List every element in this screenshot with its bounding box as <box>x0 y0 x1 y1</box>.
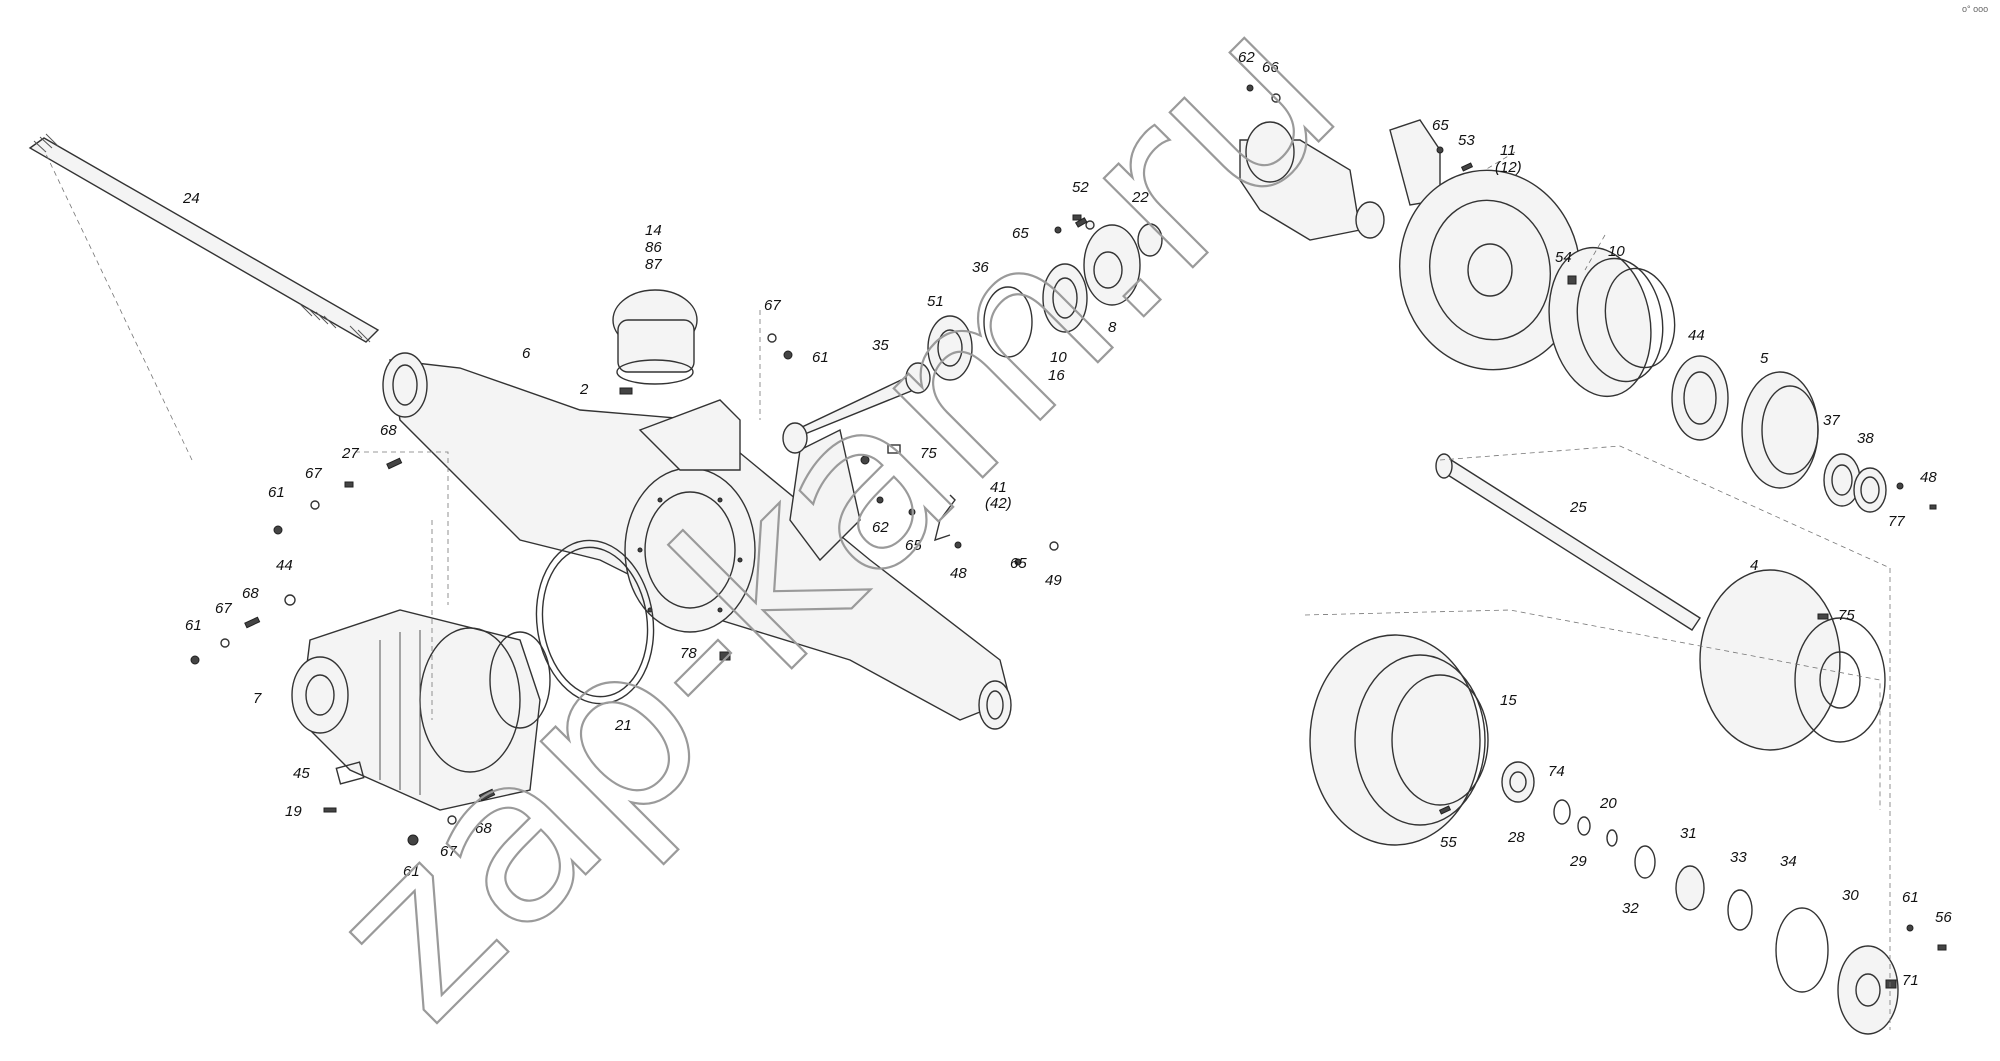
part-label: 5 <box>1760 350 1769 367</box>
small-hardware <box>190 84 1947 989</box>
part-label: 68 <box>380 422 397 439</box>
part-label: 67 <box>305 465 322 482</box>
part-label: 2 <box>579 381 589 398</box>
part-label: 7 <box>253 690 262 707</box>
steering-knuckle <box>1239 119 1441 241</box>
part-label: 56 <box>1935 909 1952 926</box>
part-label: 8 <box>1108 319 1117 336</box>
leader-lines <box>43 149 1891 1030</box>
part-label: 21 <box>614 717 632 734</box>
part-label: 48 <box>1920 469 1937 486</box>
part-label: 68 <box>475 820 492 837</box>
part-label: 41 <box>990 479 1007 496</box>
part-label: 61 <box>268 484 285 501</box>
part-label: 62 <box>1238 49 1255 66</box>
wheel-hub <box>1548 246 1676 398</box>
part-label: 49 <box>1045 572 1062 589</box>
part-label: 19 <box>285 803 302 820</box>
drive-shaft <box>782 362 931 454</box>
part-label: 65 <box>1432 117 1449 134</box>
part-label: 65 <box>1012 225 1029 242</box>
brake-drum <box>1309 634 1489 846</box>
part-label: 61 <box>812 349 829 366</box>
part-labels: 24 14 86 87 6 2 68 27 67 61 44 68 67 61 … <box>182 49 1952 989</box>
part-label: 62 <box>872 519 889 536</box>
part-label: 10 <box>1050 349 1067 366</box>
part-label: 24 <box>182 190 200 207</box>
part-label: 44 <box>1688 327 1705 344</box>
part-label: 28 <box>1507 829 1525 846</box>
part-label: 66 <box>1262 59 1279 76</box>
part-label: 44 <box>276 557 293 574</box>
part-label: 65 <box>1010 555 1027 572</box>
axle-housing <box>382 352 1012 730</box>
part-label: 11 <box>1500 142 1516 159</box>
part-label: 25 <box>1569 499 1587 516</box>
sun-gear-and-rings <box>1501 761 1899 1035</box>
part-label: 61 <box>403 863 420 880</box>
part-label: 55 <box>1440 834 1457 851</box>
corner-mark: o° ooo <box>1962 4 1988 14</box>
part-label: 16 <box>1048 367 1065 384</box>
part-label: 75 <box>1838 607 1855 624</box>
part-label: 22 <box>1131 189 1149 206</box>
part-label: 29 <box>1569 853 1587 870</box>
differential-assembly <box>291 609 551 811</box>
part-label: 15 <box>1500 692 1517 709</box>
brake-chamber <box>612 289 698 385</box>
part-label: (12) <box>1495 159 1522 176</box>
part-label: 52 <box>1072 179 1089 196</box>
part-label: 20 <box>1599 795 1617 812</box>
part-label: 31 <box>1680 825 1697 842</box>
part-label: 53 <box>1458 132 1475 149</box>
part-label: 4 <box>1750 557 1758 574</box>
part-label: 75 <box>920 445 937 462</box>
part-label: 27 <box>341 445 359 462</box>
part-label: 65 <box>905 537 922 554</box>
part-label: 71 <box>1902 972 1919 989</box>
part-label: 45 <box>293 765 310 782</box>
axle-shaft-left <box>28 133 380 343</box>
part-label: 68 <box>242 585 259 602</box>
part-label: 6 <box>522 345 531 362</box>
part-label: (42) <box>985 495 1012 512</box>
part-label: 48 <box>950 565 967 582</box>
part-label: 37 <box>1823 412 1840 429</box>
part-label: 33 <box>1730 849 1747 866</box>
planetary-carrier <box>1699 569 1886 751</box>
upper-bearing-set <box>927 217 1163 381</box>
part-label: 61 <box>185 617 202 634</box>
part-label: 86 <box>645 239 662 256</box>
part-label: 87 <box>645 256 662 273</box>
part-label: 54 <box>1555 249 1572 266</box>
part-label: 77 <box>1888 513 1905 530</box>
part-label: 78 <box>680 645 697 662</box>
part-label: 67 <box>764 297 781 314</box>
part-label: 51 <box>927 293 944 310</box>
axle-shaft-right <box>1435 453 1701 631</box>
part-label: 36 <box>972 259 989 276</box>
part-label: 35 <box>872 337 889 354</box>
part-label: 34 <box>1780 853 1797 870</box>
part-label: 10 <box>1608 243 1625 260</box>
part-label: 74 <box>1548 763 1565 780</box>
part-label: 61 <box>1902 889 1919 906</box>
watermark: zap-kam.ru <box>280 0 1387 1056</box>
part-label: 38 <box>1857 430 1874 447</box>
part-label: 32 <box>1622 900 1639 917</box>
part-label: 14 <box>645 222 662 239</box>
part-label: 67 <box>215 600 232 617</box>
hub-bearing-gear-set <box>1671 355 1887 513</box>
part-label: 67 <box>440 843 457 860</box>
housing-gasket <box>535 539 655 705</box>
part-label: 30 <box>1842 887 1859 904</box>
